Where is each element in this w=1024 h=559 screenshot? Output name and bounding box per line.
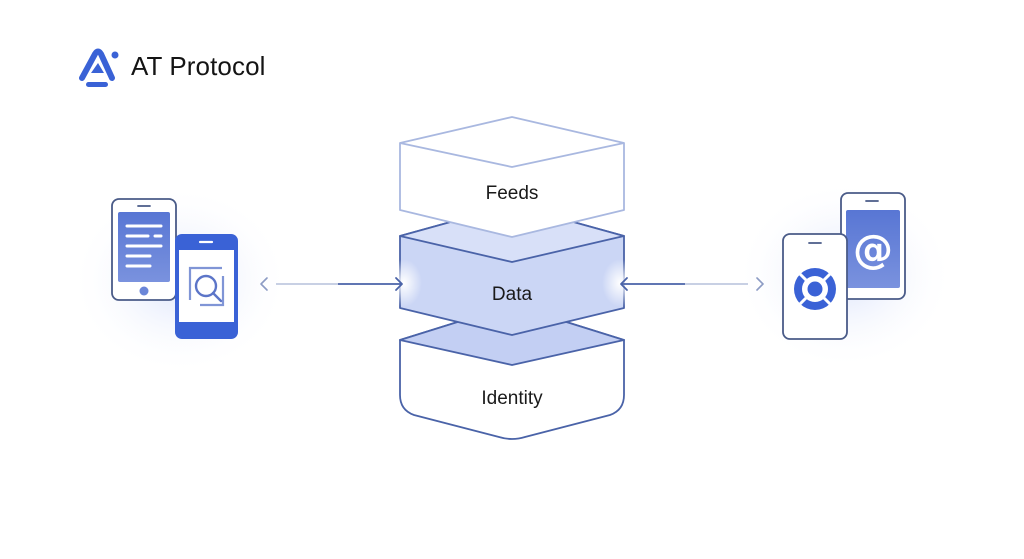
- phone-search-icon: [175, 234, 238, 339]
- layer-label-feeds: Feeds: [486, 183, 539, 204]
- data-right-glow: [602, 259, 638, 307]
- left-connector: [260, 277, 403, 291]
- arrow-left-icon: [620, 277, 628, 291]
- arrow-right-icon: [395, 277, 403, 291]
- layer-feeds[interactable]: Feeds: [399, 116, 625, 238]
- at-protocol-logo-icon: [79, 48, 119, 87]
- layer-identity[interactable]: Identity: [399, 304, 625, 440]
- phone-network-icon: [782, 233, 848, 340]
- phone-at-sign-icon: @: [840, 192, 906, 300]
- layer-label-identity: Identity: [481, 388, 543, 409]
- brand-name: AT Protocol: [131, 51, 266, 81]
- data-left-glow: [386, 259, 422, 307]
- svg-text:@: @: [853, 227, 893, 273]
- right-connector: [620, 277, 764, 291]
- phone-text-document-icon: [111, 198, 177, 301]
- right-chevron-icon: [756, 277, 764, 291]
- layer-label-data: Data: [492, 284, 533, 305]
- left-chevron-icon: [260, 277, 268, 291]
